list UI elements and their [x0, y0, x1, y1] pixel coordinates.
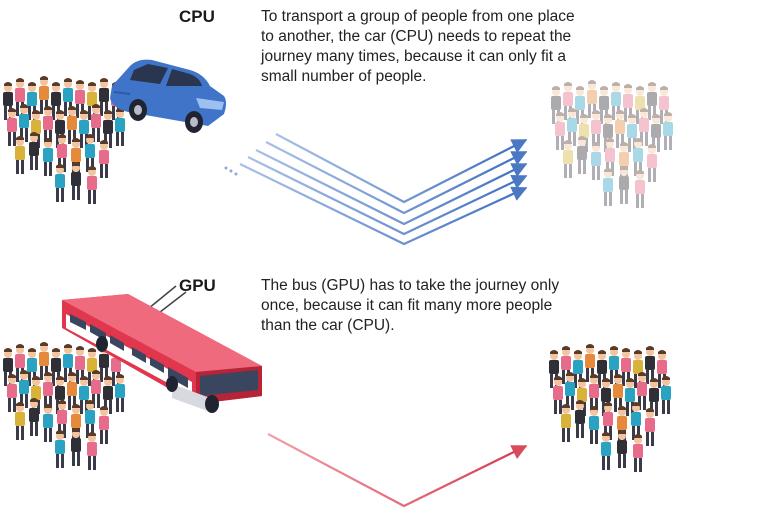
cpu-description: To transport a group of people from one … [261, 8, 575, 85]
gpu-heading: GPU [179, 276, 216, 295]
gpu-description: The bus (GPU) has to take the journey on… [261, 277, 560, 334]
cpu-heading: CPU [179, 7, 215, 26]
gpu-trip-arrow [267, 433, 528, 508]
gpu-destination-crowd-icon [549, 344, 671, 472]
cpu-origin-crowd-icon [3, 76, 125, 204]
cpu-destination-crowd-icon [551, 80, 673, 208]
cpu-trip-arrows [224, 133, 528, 246]
car-icon [110, 59, 226, 133]
bus-icon [62, 285, 262, 413]
gpu-origin-crowd-icon [3, 342, 125, 470]
